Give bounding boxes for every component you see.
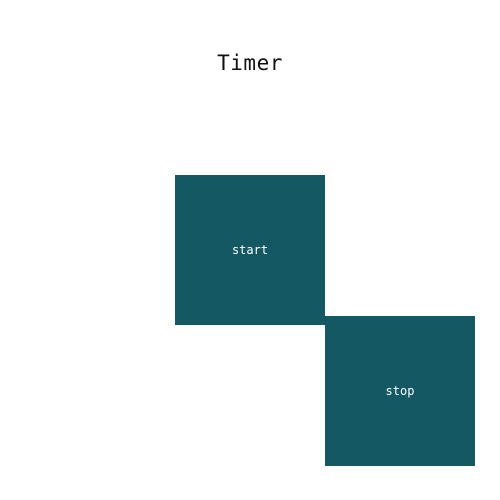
- stop-button[interactable]: stop: [325, 316, 475, 466]
- start-button[interactable]: start: [175, 175, 325, 325]
- page-title: Timer: [217, 51, 283, 75]
